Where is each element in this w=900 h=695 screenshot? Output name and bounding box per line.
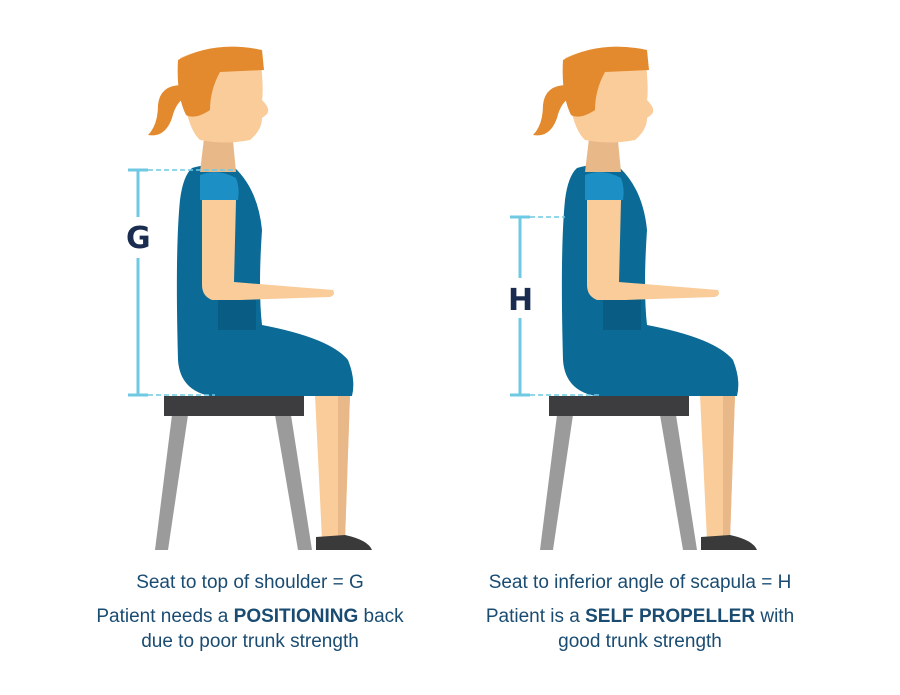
- ponytail: [148, 85, 185, 136]
- shoe: [701, 535, 757, 550]
- caption-post: with: [755, 606, 795, 627]
- caption-bold: POSITIONING: [233, 606, 359, 627]
- seated-woman-figure-h: H: [508, 46, 757, 550]
- measurement-bar-g: [128, 168, 235, 397]
- caption-post: back: [358, 606, 404, 627]
- caption-reason: due to poor trunk strength: [141, 631, 359, 652]
- chair: [540, 396, 697, 550]
- caption-measure: Seat to top of shoulder = G: [136, 572, 364, 593]
- caption-self-propeller: Seat to inferior angle of scapula = H Pa…: [430, 570, 850, 654]
- caption-pre: Patient is a: [485, 606, 586, 627]
- chair: [155, 396, 312, 550]
- caption-pre: Patient needs a: [96, 606, 234, 627]
- caption-recommendation: Patient is a SELF PROPELLER with good tru…: [430, 604, 850, 654]
- measurement-bar-h: [510, 215, 600, 397]
- caption-reason: good trunk strength: [558, 631, 722, 652]
- measure-letter-g: G: [126, 221, 151, 256]
- ponytail: [533, 85, 570, 136]
- caption-bold: SELF PROPELLER: [585, 606, 756, 627]
- caption-measure: Seat to inferior angle of scapula = H: [488, 572, 792, 593]
- shoe: [316, 535, 372, 550]
- caption-recommendation: Patient needs a POSITIONING back due to p…: [40, 604, 460, 654]
- caption-positioning: Seat to top of shoulder = G Patient need…: [40, 570, 460, 654]
- measure-letter-h: H: [508, 283, 533, 318]
- positioning-panel: G Seat to top of shoulder = G Patient ne…: [96, 46, 404, 652]
- seated-woman-figure-g: G: [126, 46, 372, 550]
- self-propeller-panel: H Seat to inferior angle of scapula = H …: [385, 0, 835, 695]
